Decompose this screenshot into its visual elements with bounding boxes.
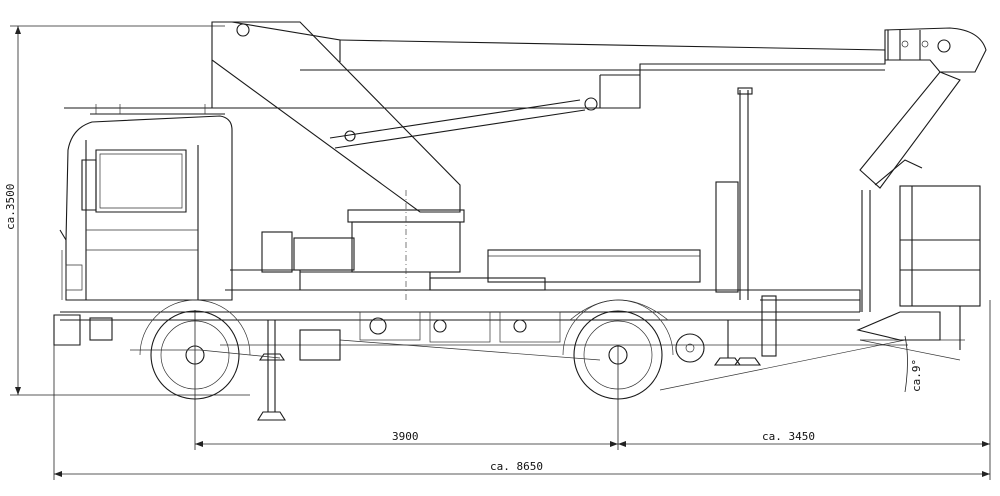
lower-boom xyxy=(211,21,598,213)
jib-and-basket xyxy=(715,71,981,357)
turret xyxy=(347,190,465,300)
height-label: ca.3500 xyxy=(4,184,17,230)
cab xyxy=(53,104,233,346)
total-length-label: ca. 8650 xyxy=(490,460,543,473)
length-dimensions: 3900 ca. 3450 ca. 8650 xyxy=(53,300,991,480)
rear-overhang-label: ca. 3450 xyxy=(762,430,815,443)
rear-wheel xyxy=(562,299,674,400)
height-dimension: ca.3500 xyxy=(4,25,250,396)
upper-boom xyxy=(211,27,987,109)
under-components xyxy=(89,317,705,363)
wheelbase-label: 3900 xyxy=(392,430,419,443)
outriggers xyxy=(257,320,762,421)
angle-label: ca.9° xyxy=(910,359,923,392)
angle-dimension: ca.9° xyxy=(859,335,965,393)
front-wheel xyxy=(139,299,251,400)
